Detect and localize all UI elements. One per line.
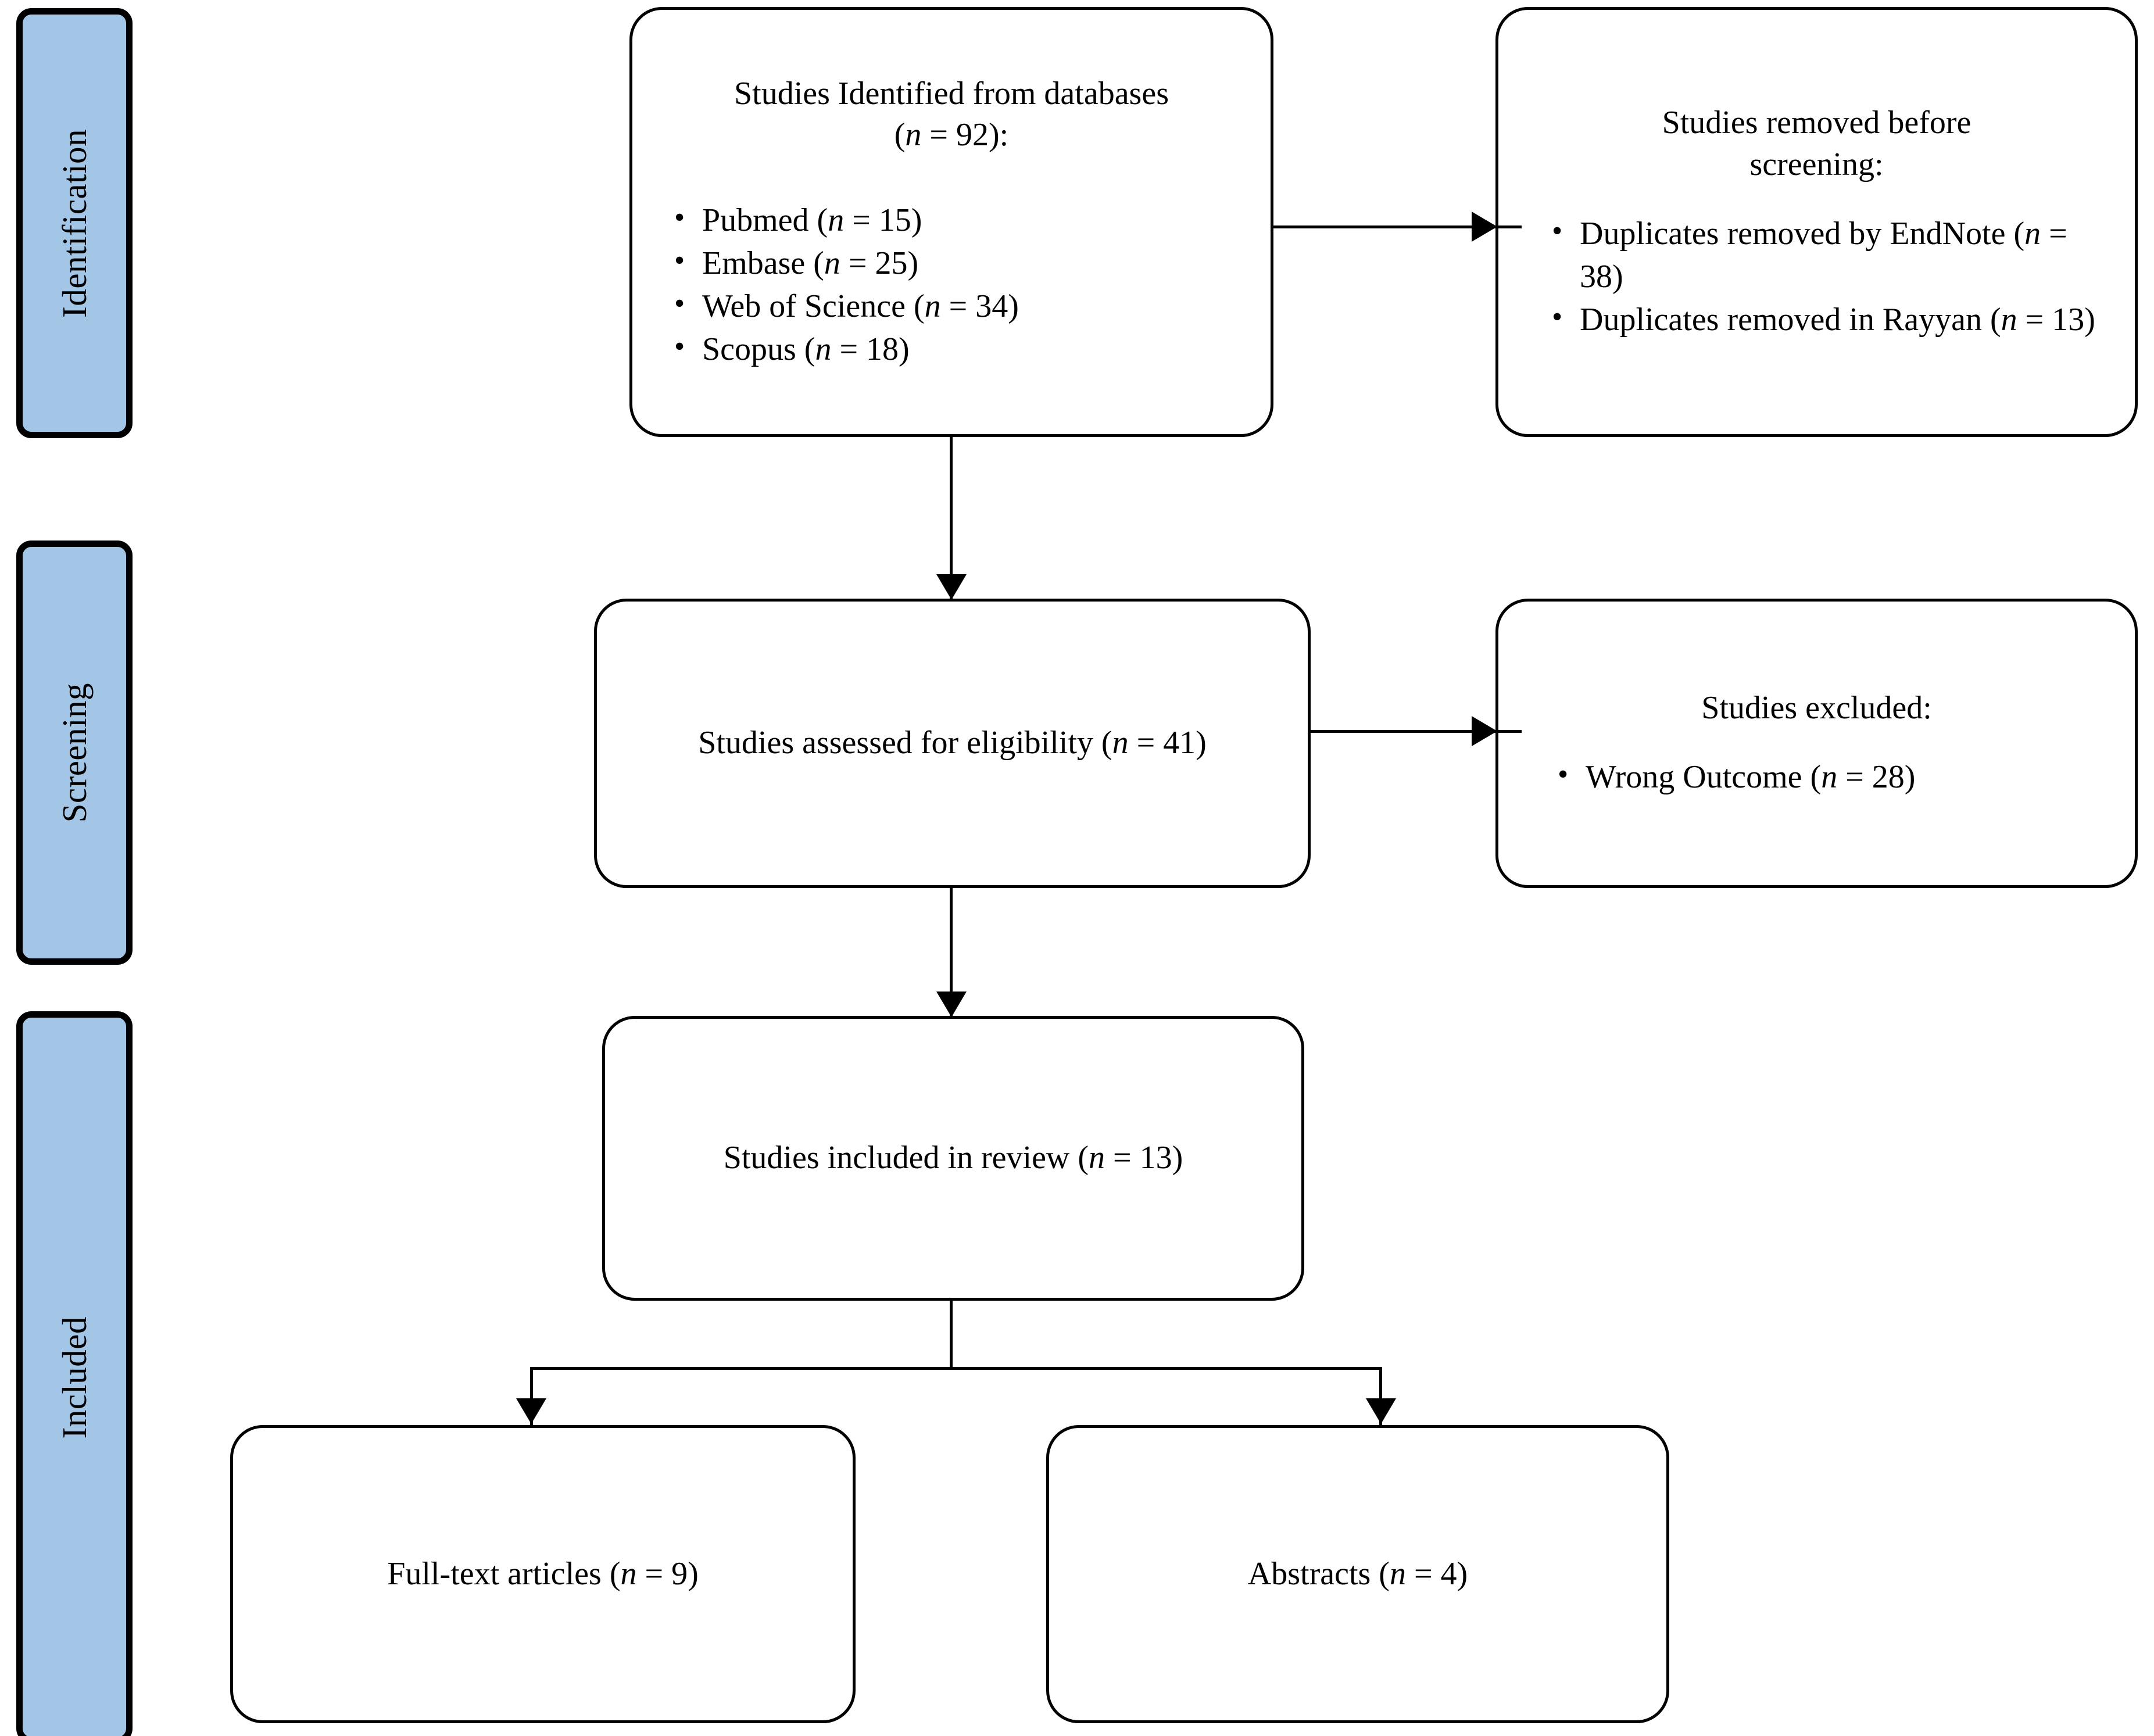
n-italic: n [824, 245, 840, 281]
node-studies-excluded: Studies excluded: Wrong Outcome (n = 28) [1495, 599, 2138, 888]
node-studies-included-review: Studies included in review (n = 13) [602, 1016, 1304, 1301]
node-abstracts: Abstracts (n = 4) [1046, 1425, 1669, 1723]
list-item: Pubmed (n = 15) [674, 198, 1253, 242]
arrowhead-assessed-to-excluded [1472, 716, 1497, 746]
list-item: Duplicates removed in Rayyan (n = 13) [1552, 298, 2100, 342]
node-studies-included-label: Studies included in review (n = 13) [723, 1140, 1183, 1176]
list-item: Web of Science (n = 34) [674, 284, 1253, 328]
node-studies-identified: Studies Identified from databases (n = 9… [629, 7, 1273, 437]
arrowhead-fork-to-full-text [516, 1398, 546, 1424]
connector-included-fork-stem [950, 1300, 953, 1369]
n-italic: n [905, 117, 922, 153]
node-full-text-articles: Full-text articles (n = 9) [230, 1425, 856, 1723]
list-item: Duplicates removed by EndNote (n = 38) [1552, 212, 2100, 299]
arrowhead-assessed-to-included [936, 992, 967, 1017]
arrowhead-fork-to-abstracts [1366, 1398, 1396, 1424]
phase-label-included: Included [55, 1316, 94, 1439]
list-item: Embase (n = 25) [674, 241, 1253, 285]
list-item: Wrong Outcome (n = 28) [1558, 755, 2112, 799]
n-italic: n [1089, 1140, 1105, 1176]
node-abstracts-label: Abstracts (n = 4) [1247, 1555, 1468, 1592]
phase-box-included: Included [16, 1011, 133, 1736]
node-studies-assessed-eligibility: Studies assessed for eligibility (n = 41… [594, 599, 1311, 888]
connector-identified-to-removed [1271, 225, 1522, 228]
n-italic: n [620, 1555, 637, 1592]
n-italic: n [924, 288, 941, 324]
node-studies-identified-title: Studies Identified from databases (n = 9… [733, 75, 1169, 153]
arrowhead-identified-to-removed [1472, 212, 1497, 242]
node-studies-removed-list: Duplicates removed by EndNote (n = 38) D… [1498, 212, 2135, 342]
n-italic: n [2024, 215, 2041, 252]
phase-box-identification: Identification [16, 8, 133, 438]
connector-included-fork-bar [530, 1367, 1382, 1370]
node-studies-removed-title: Studies removed before screening: [1662, 105, 1971, 183]
node-studies-identified-list: Pubmed (n = 15) Embase (n = 25) Web of S… [632, 198, 1271, 371]
n-italic: n [2001, 301, 2017, 338]
node-studies-excluded-title: Studies excluded: [1701, 690, 1932, 726]
connector-assessed-to-included [950, 887, 953, 1017]
list-item: Scopus (n = 18) [674, 327, 1253, 371]
phase-box-screening: Screening [16, 541, 133, 965]
connector-fork-right-branch [1379, 1367, 1382, 1425]
node-full-text-label: Full-text articles (n = 9) [387, 1555, 699, 1592]
connector-fork-left-branch [530, 1367, 533, 1425]
node-studies-removed-before-screening: Studies removed before screening: Duplic… [1495, 7, 2138, 437]
arrowhead-identified-to-assessed [936, 574, 967, 600]
n-italic: n [815, 331, 832, 367]
phase-label-screening: Screening [55, 682, 94, 823]
n-italic: n [828, 202, 845, 238]
connector-identified-to-assessed [950, 436, 953, 599]
n-italic: n [1821, 758, 1838, 795]
n-italic: n [1112, 725, 1129, 761]
node-studies-assessed-label: Studies assessed for eligibility (n = 41… [698, 725, 1207, 761]
node-studies-excluded-list: Wrong Outcome (n = 28) [1498, 755, 2135, 799]
phase-label-identification: Identification [55, 128, 94, 318]
connector-assessed-to-excluded [1309, 730, 1522, 733]
n-italic: n [1389, 1555, 1406, 1592]
